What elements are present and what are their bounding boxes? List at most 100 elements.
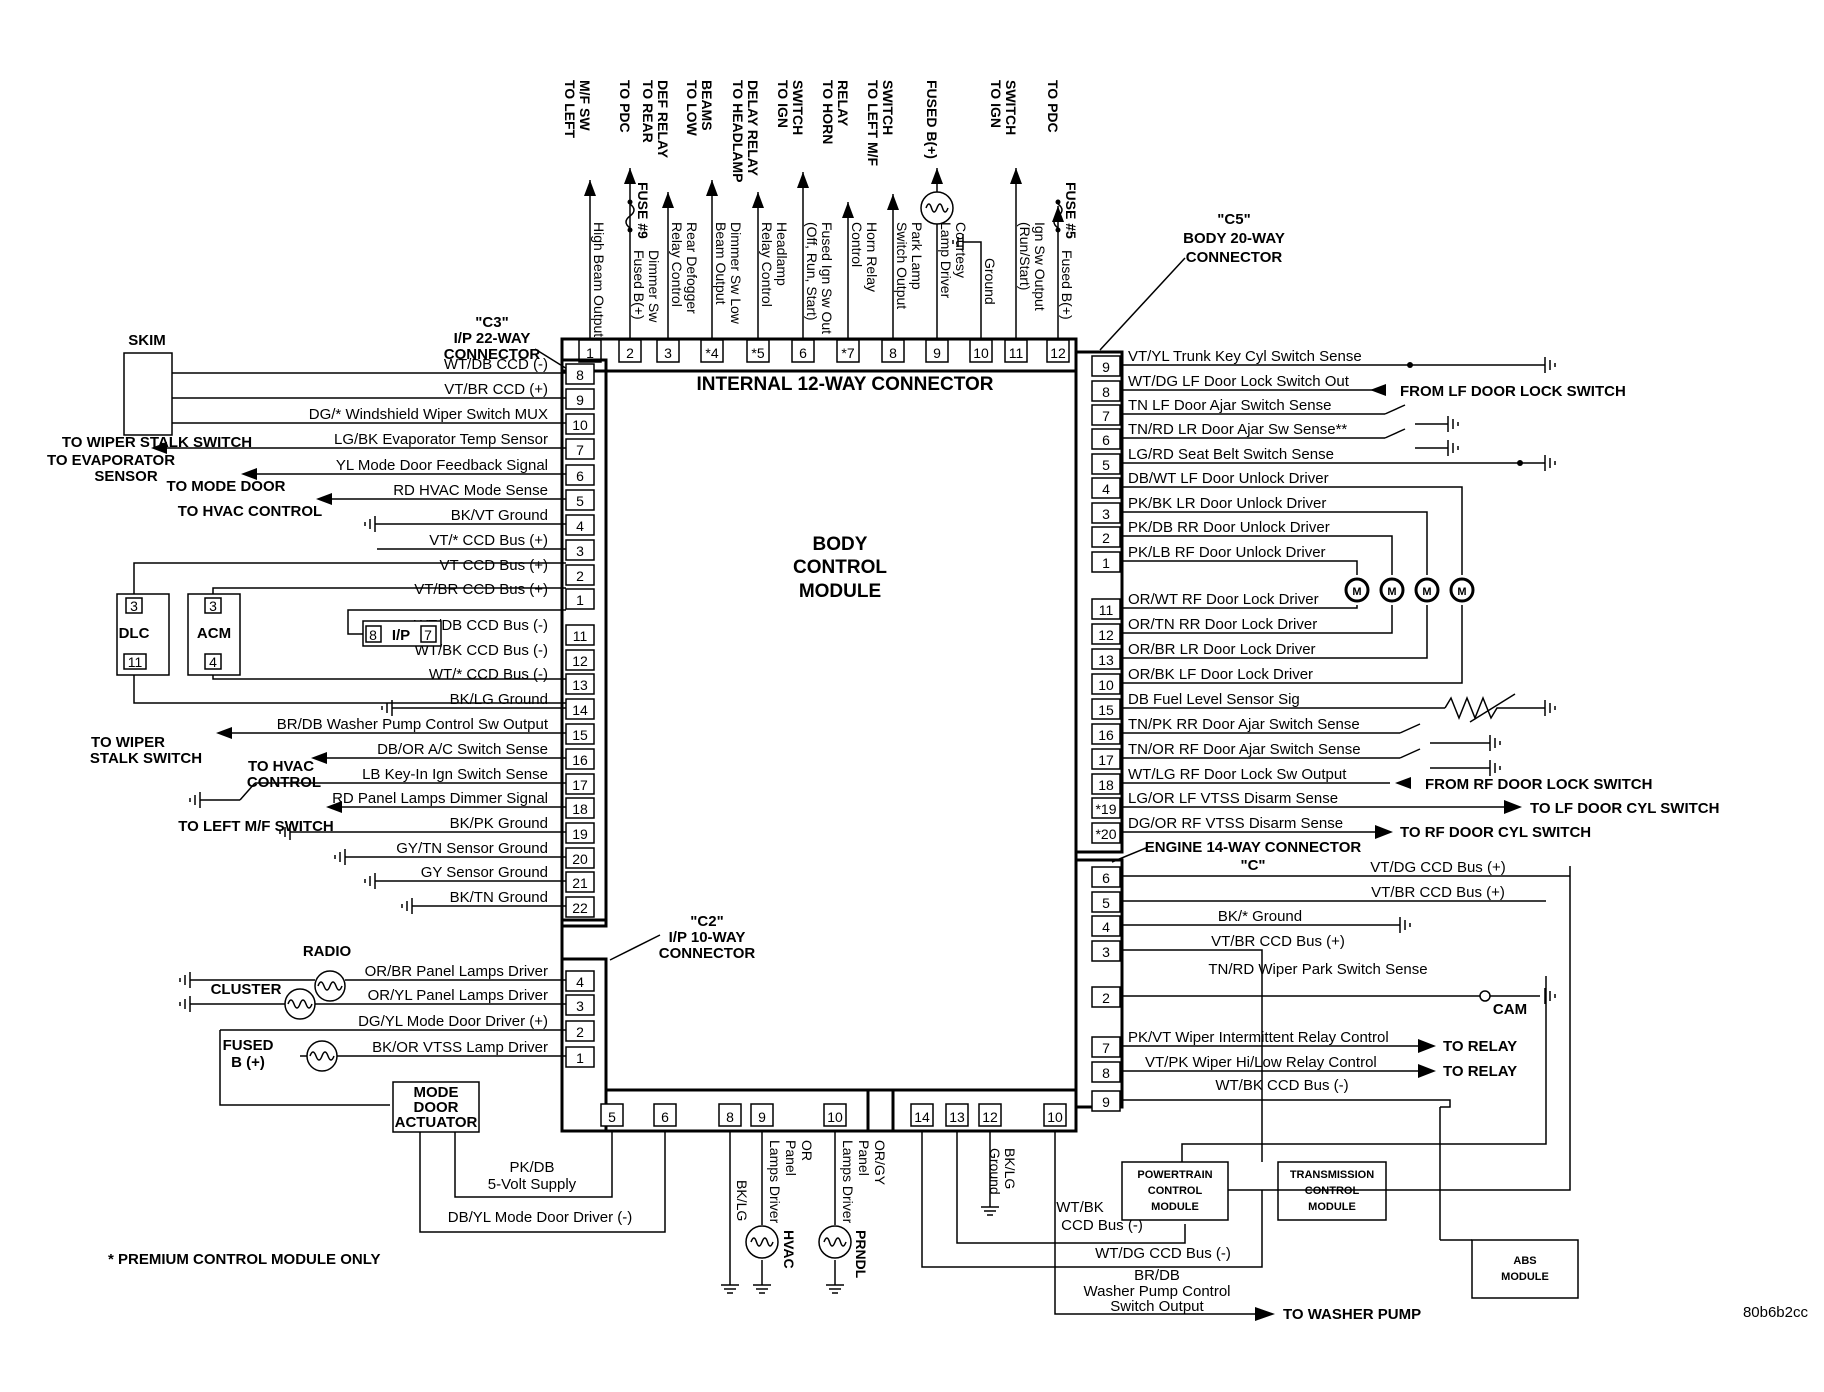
c3-pin-21-label: 21 bbox=[572, 875, 588, 891]
brdb-label-2: Washer Pump Control bbox=[1084, 1283, 1231, 1300]
svg-text:OR/GY: OR/GY bbox=[872, 1140, 888, 1186]
c5-label-10: OR/BK LF Door Lock Driver bbox=[1128, 666, 1313, 683]
c3-label-1: VT/BR CCD Bus (+) bbox=[414, 581, 548, 598]
c3-arrow-5 bbox=[316, 493, 332, 505]
c5-wire-10: 10 OR/BK LF Door Lock Driver bbox=[1091, 605, 1463, 695]
top-dest-8-0: TO LEFT M/F bbox=[865, 80, 881, 167]
c5-wires: 9VT/YL Trunk Key Cyl Switch Sense8WT/DG … bbox=[1091, 348, 1719, 844]
fused-b-label-2: B (+) bbox=[231, 1054, 265, 1071]
top-desc-9-0: Courtesy bbox=[953, 222, 969, 278]
c3-arrow-16 bbox=[311, 752, 327, 764]
svg-text:MODULE: MODULE bbox=[1501, 1271, 1549, 1283]
c5-label-20: DG/OR RF VTSS Disarm Sense bbox=[1128, 815, 1343, 832]
from-lf-arrow-icon bbox=[1370, 384, 1386, 396]
svg-text:7: 7 bbox=[424, 627, 432, 643]
c3-pin-17-label: 17 bbox=[572, 777, 588, 793]
top-dest-4-0: TO LOW bbox=[684, 80, 700, 137]
c5-pin-6-label: 6 bbox=[1102, 432, 1110, 448]
top-dest-2-0: TO PDC bbox=[617, 80, 633, 133]
svg-text:CONTROL: CONTROL bbox=[1148, 1185, 1203, 1197]
c3-label-13: WT/* CCD Bus (-) bbox=[429, 666, 548, 683]
internal-connector-label: INTERNAL 12-WAY CONNECTOR bbox=[696, 374, 993, 395]
c-pin-2-label: 2 bbox=[1102, 990, 1110, 1006]
c-label-6: VT/DG CCD Bus (+) bbox=[1370, 859, 1505, 876]
c5-pin-20-label: *20 bbox=[1095, 826, 1116, 842]
c3-pin-16-label: 16 bbox=[572, 752, 588, 768]
c5-ground-icon-9 bbox=[1544, 357, 1556, 373]
svg-text:11: 11 bbox=[128, 654, 143, 670]
c3-arrow-18 bbox=[326, 801, 342, 813]
c3-arrow-15 bbox=[216, 727, 232, 739]
svg-text:Panel: Panel bbox=[783, 1140, 799, 1176]
top-desc-10-0: Ground bbox=[982, 258, 998, 305]
c3-wire-8: 8WT/DB CCD (-) bbox=[444, 356, 595, 385]
to-rf-door-cyl-label: TO RF DOOR CYL SWITCH bbox=[1400, 824, 1591, 841]
acm-label: ACM bbox=[197, 625, 231, 642]
to-lf-door-cyl-label: TO LF DOOR CYL SWITCH bbox=[1530, 800, 1719, 817]
top-dest-11-1: SWITCH bbox=[1003, 80, 1019, 135]
c5-pin-20-box bbox=[1091, 822, 1121, 844]
top-desc-8-0: Park Lamp bbox=[909, 222, 925, 290]
svg-text:8: 8 bbox=[369, 627, 377, 643]
c3-pin-9-label: 9 bbox=[576, 392, 584, 408]
c5-pin-3-label: 3 bbox=[1102, 506, 1110, 522]
top-desc-9-1: Lamp Driver bbox=[938, 222, 954, 299]
door-lock-motor-icon-4: M bbox=[1449, 577, 1475, 603]
c5-pin-5-label: 5 bbox=[1102, 457, 1110, 473]
c-bottom-pin-13-box bbox=[945, 1103, 969, 1127]
c3-label-11: WT/DB CCD Bus (-) bbox=[414, 617, 548, 634]
c-bottom-pin-14-label: 14 bbox=[914, 1109, 930, 1125]
c3-wire-2: 2VT CCD Bus (+) bbox=[440, 557, 595, 586]
c-pin-5-label: 5 bbox=[1102, 895, 1110, 911]
c3-wire-7: 7LG/BK Evaporator Temp Sensor bbox=[151, 431, 595, 460]
c2-bottom-pin-5-box bbox=[600, 1103, 624, 1127]
c5-pin-18-box bbox=[1091, 773, 1121, 795]
top-arrow-5 bbox=[752, 192, 764, 208]
c2-wire-4: 4OR/BR Panel Lamps Driver bbox=[365, 963, 595, 992]
top-arrow-8 bbox=[887, 194, 899, 210]
pcm-box bbox=[1121, 1161, 1229, 1221]
svg-text:DOOR: DOOR bbox=[414, 1099, 459, 1116]
c-bottom-pin-10-label: 10 bbox=[1047, 1109, 1063, 1125]
c3-pin-13-label: 13 bbox=[572, 677, 588, 693]
hvac-vertical-label: HVAC bbox=[781, 1230, 797, 1269]
c5-label-5: LG/RD Seat Belt Switch Sense bbox=[1128, 446, 1334, 463]
c5-label-6: TN/RD LR Door Ajar Sw Sense** bbox=[1128, 421, 1347, 438]
c5-label-16: TN/PK RR Door Ajar Switch Sense bbox=[1128, 716, 1360, 733]
c3-pin-22-label: 22 bbox=[572, 900, 588, 916]
c-bottom-pin-12-box bbox=[978, 1103, 1002, 1127]
c-pin-4-box bbox=[1091, 915, 1121, 937]
c5-label-11: OR/WT RF Door Lock Driver bbox=[1128, 591, 1319, 608]
to-washer-pump-label: TO WASHER PUMP bbox=[1283, 1306, 1421, 1323]
c5-pin-9-label: 9 bbox=[1102, 359, 1110, 375]
c3-label-12: WT/BK CCD Bus (-) bbox=[415, 642, 548, 659]
c2-pin-3-label: 3 bbox=[576, 998, 584, 1014]
svg-text:Lamps Driver: Lamps Driver bbox=[840, 1140, 856, 1224]
c5-pin-10-label: 10 bbox=[1098, 677, 1114, 693]
bcm-outline bbox=[560, 337, 1124, 1133]
c5-arrow-20 bbox=[1375, 825, 1393, 839]
premium-note: * PREMIUM CONTROL MODULE ONLY bbox=[108, 1251, 381, 1268]
c5-pin-10-box bbox=[1091, 673, 1121, 695]
c-pin-9-box bbox=[1091, 1090, 1121, 1112]
c3-pin-14-label: 14 bbox=[572, 702, 588, 718]
top-fuse-label-12: FUSE #5 bbox=[1063, 182, 1079, 239]
svg-text:ABS: ABS bbox=[1513, 1255, 1536, 1267]
c5-ground-icon-6 bbox=[1447, 440, 1459, 456]
control-modules: POWERTRAIN CONTROL MODULE TRANSMISSION C… bbox=[1121, 866, 1579, 1299]
c3-label-22: BK/TN Ground bbox=[450, 889, 548, 906]
bcm-title: BODY CONTROL MODULE bbox=[793, 534, 887, 602]
to-relay-2-label: TO RELAY bbox=[1443, 1063, 1517, 1080]
